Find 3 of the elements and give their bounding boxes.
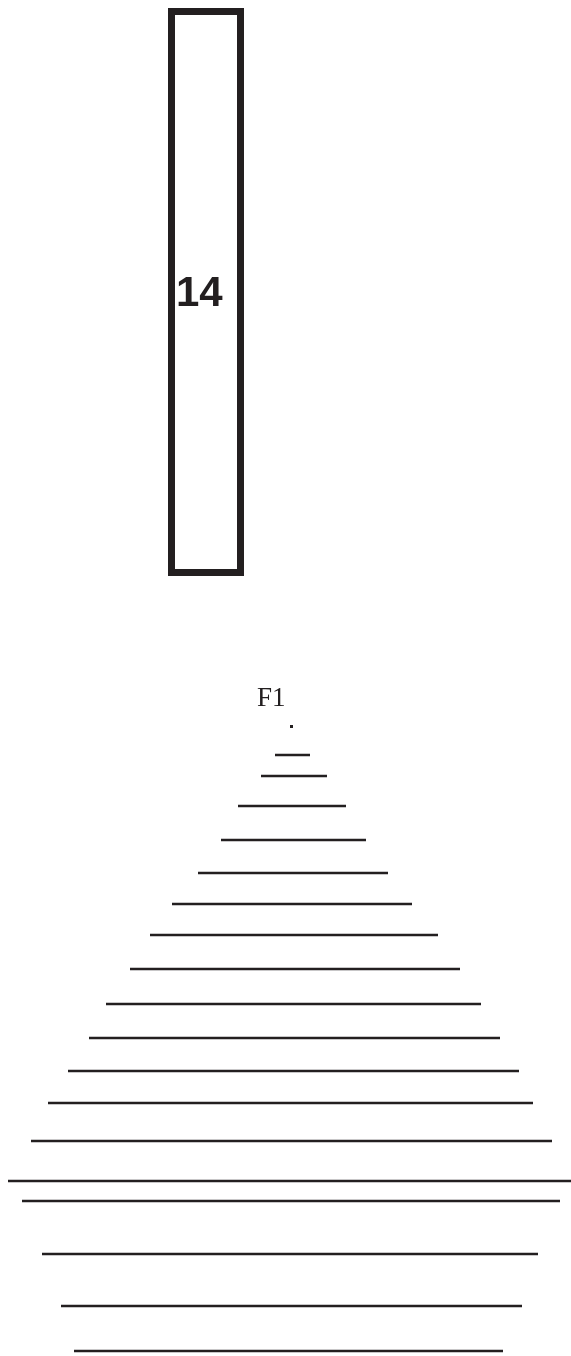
bar (168, 8, 244, 576)
chart-label: F1 (257, 684, 286, 711)
bar-number: 14 (176, 271, 223, 313)
